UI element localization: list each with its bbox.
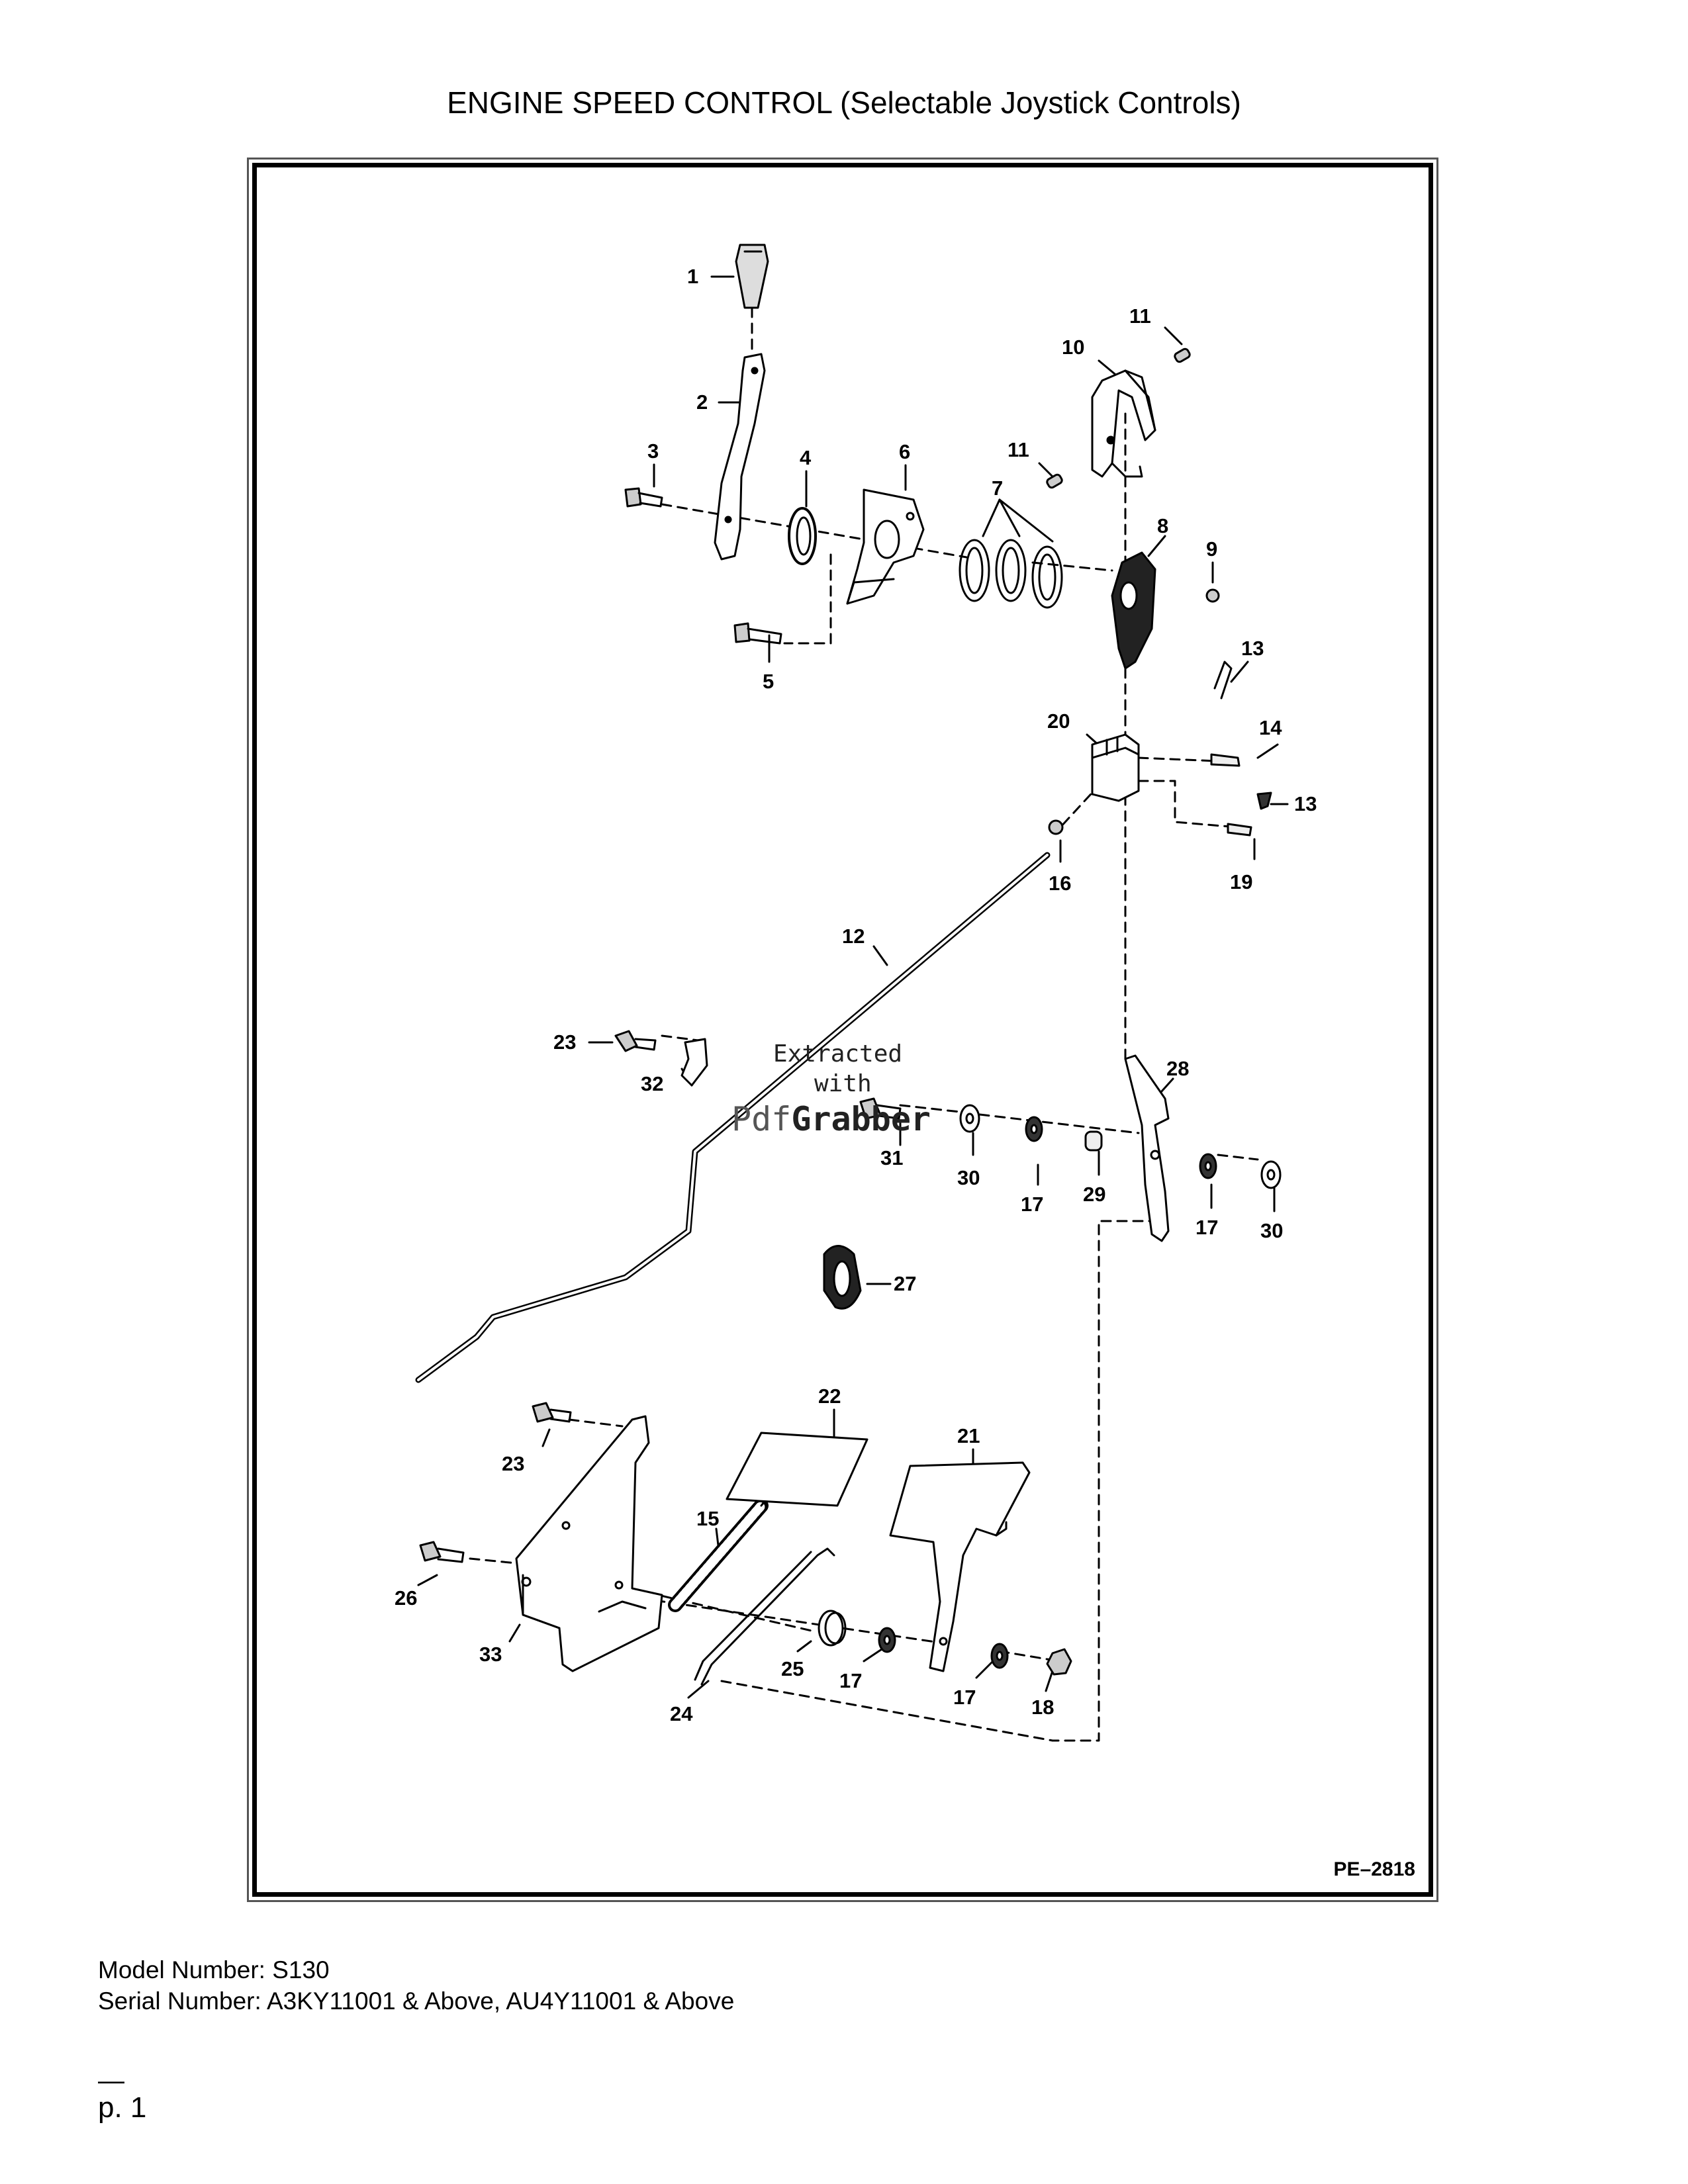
page-title: ENGINE SPEED CONTROL (Selectable Joystic…	[447, 85, 1241, 120]
callout-30a: 30	[957, 1166, 980, 1189]
callout-11a: 11	[1129, 304, 1151, 328]
callout-15: 15	[696, 1507, 719, 1530]
callout-18: 18	[1031, 1696, 1054, 1719]
callout-13b: 13	[1294, 792, 1317, 815]
model-number: Model Number: S130	[98, 1956, 330, 1983]
callout-17c: 17	[839, 1669, 862, 1692]
callout-4: 4	[800, 446, 812, 469]
callout-13a: 13	[1241, 637, 1264, 660]
callout-10: 10	[1062, 336, 1084, 359]
callout-31: 31	[880, 1146, 903, 1169]
callout-9: 9	[1206, 537, 1217, 561]
callout-14: 14	[1259, 716, 1282, 739]
callout-23a: 23	[553, 1030, 576, 1054]
callout-29: 29	[1083, 1183, 1105, 1206]
callout-labels: 1 2 3 4 6 5 7 10 11 11 8 9 13 14 13 20 1…	[395, 265, 1317, 1725]
callout-7: 7	[992, 477, 1003, 500]
callout-1: 1	[687, 265, 698, 288]
callout-17a: 17	[1021, 1193, 1043, 1216]
serial-number: Serial Number: A3KY11001 & Above, AU4Y11…	[98, 1987, 735, 2015]
callout-25: 25	[781, 1657, 804, 1680]
callout-2: 2	[696, 390, 708, 414]
callout-5: 5	[763, 670, 774, 693]
callout-22: 22	[818, 1385, 841, 1408]
callout-32: 32	[641, 1072, 663, 1095]
callout-11b: 11	[1008, 438, 1029, 461]
callout-20: 20	[1047, 709, 1070, 733]
watermark-line-2: with	[814, 1070, 872, 1097]
callout-leaders	[417, 275, 1289, 1699]
diagram-frame	[252, 163, 1433, 1897]
diagram-frame-outer	[247, 158, 1438, 1902]
page-marker: —	[98, 2066, 124, 2095]
callout-17b: 17	[1196, 1216, 1218, 1239]
callout-27: 27	[894, 1272, 916, 1295]
callout-33: 33	[479, 1643, 502, 1666]
watermark-brand-part1: Pdf	[731, 1100, 792, 1138]
diagram-code: PE–2818	[1333, 1858, 1415, 1880]
page-number: p. 1	[98, 2091, 147, 2124]
callout-6: 6	[899, 440, 910, 463]
callout-26: 26	[395, 1586, 417, 1610]
callout-28: 28	[1166, 1057, 1189, 1080]
callout-21: 21	[957, 1424, 980, 1447]
watermark-brand-part2: Grabber	[791, 1100, 931, 1138]
watermark-brand: PdfGrabber	[731, 1100, 931, 1138]
callout-17d: 17	[953, 1686, 976, 1709]
callout-24: 24	[670, 1702, 693, 1725]
callout-23b: 23	[502, 1452, 524, 1475]
callout-16: 16	[1049, 872, 1071, 895]
callout-12: 12	[842, 925, 865, 948]
callout-19: 19	[1230, 870, 1252, 893]
callout-3: 3	[647, 439, 659, 463]
callout-8: 8	[1157, 514, 1168, 537]
watermark-line-1: Extracted	[773, 1040, 903, 1068]
callout-30b: 30	[1260, 1219, 1283, 1242]
